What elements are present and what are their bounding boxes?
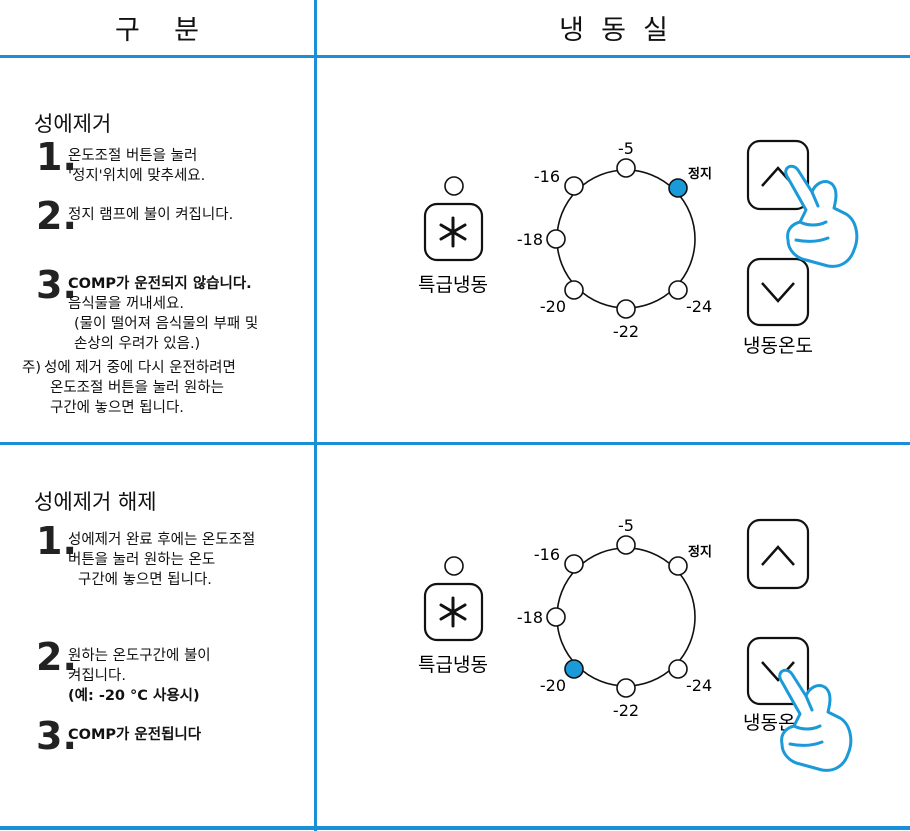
section-divider	[0, 442, 910, 445]
section1-title: 성에제거	[34, 112, 112, 136]
step-line: '정지'위치에 맞추세요.	[68, 168, 206, 184]
label-minus22: -22	[613, 701, 639, 720]
note-line: 성에 제거 중에 다시 운전하려면	[44, 360, 236, 376]
lamp-stop	[668, 556, 688, 576]
label-minus18: -18	[517, 608, 543, 627]
label-minus16: -16	[534, 545, 560, 564]
lamp-stop	[668, 178, 688, 198]
temp-down-button[interactable]	[746, 257, 810, 327]
chevron-up-icon	[761, 545, 795, 566]
lamp-minus22	[616, 678, 636, 698]
step-number: 3.	[36, 714, 77, 758]
step-line: COMP가 운전되지 않습니다.	[68, 276, 252, 292]
label-minus20: -20	[540, 297, 566, 316]
step-line: (물이 떨어져 음식물의 부패 및	[74, 316, 259, 332]
temp-button-label: 냉동온도	[743, 335, 813, 357]
pointing-hand-icon	[778, 668, 853, 772]
note-line: 온도조절 버튼을 눌러 원하는	[50, 380, 224, 396]
header-col2: 냉 동 실	[559, 15, 668, 46]
step-line: 버튼을 눌러 원하는 온도	[68, 552, 216, 568]
step-line: 성에제거 완료 후에는 온도조절	[68, 532, 256, 548]
lamp-minus5	[616, 158, 636, 178]
section1-control-panel: 특급냉동 -5 -16 -18 -20 -22 -24 정지 냉동온도	[418, 139, 859, 357]
label-minus18: -18	[517, 230, 543, 249]
label-minus24: -24	[686, 297, 712, 316]
label-minus24: -24	[686, 676, 712, 695]
lamp-minus24	[668, 659, 688, 679]
note-lead: 주)	[22, 360, 41, 376]
step-line: COMP가 운전됩니다	[68, 727, 202, 743]
chevron-down-icon	[761, 282, 795, 303]
lamp-minus20	[564, 659, 584, 679]
label-minus20: -20	[540, 676, 566, 695]
lamp-minus24	[668, 280, 688, 300]
lamp-minus16	[564, 554, 584, 574]
lamp-minus20	[564, 280, 584, 300]
lamp-minus18	[546, 607, 566, 627]
snowflake-icon	[439, 596, 467, 628]
step-number: 2.	[36, 194, 77, 238]
section1-note: 주) 성에 제거 중에 다시 운전하려면 온도조절 버튼을 눌러 원하는 구간에…	[22, 358, 236, 418]
step-line: 음식물을 꺼내세요.	[68, 296, 184, 312]
lamp-minus16	[564, 176, 584, 196]
special-freeze-label: 특급냉동	[418, 654, 488, 676]
step-line: 정지 램프에 불이 켜집니다.	[68, 207, 234, 223]
temp-up-button[interactable]	[746, 518, 810, 590]
temp-up-button[interactable]	[746, 139, 810, 211]
special-freeze-lamp	[444, 556, 464, 576]
header-col1: 구 분	[114, 15, 199, 46]
label-minus5: -5	[618, 516, 634, 535]
step-number: 3.	[36, 263, 77, 307]
pointing-hand-icon	[784, 164, 859, 268]
step-line: 온도조절 버튼을 눌러	[68, 148, 198, 164]
bottom-border	[0, 826, 910, 830]
header-divider	[0, 55, 910, 58]
chevron-down-icon	[761, 661, 795, 682]
label-stop: 정지	[688, 544, 712, 560]
label-minus22: -22	[613, 322, 639, 341]
note-line: 구간에 놓으면 됩니다.	[50, 400, 184, 416]
section2-title: 성에제거 해제	[34, 490, 157, 514]
snowflake-icon	[439, 216, 467, 248]
lamp-minus5	[616, 535, 636, 555]
step-number: 2.	[36, 635, 77, 679]
lamp-minus18	[546, 229, 566, 249]
special-freeze-lamp	[444, 176, 464, 196]
step-line: 원하는 온도구간에 불이	[68, 648, 211, 664]
step-line: 손상의 우려가 있음.)	[74, 336, 201, 352]
column-divider	[314, 0, 317, 831]
step-number: 1.	[36, 135, 77, 179]
label-minus16: -16	[534, 167, 560, 186]
step-line: 켜집니다.	[68, 668, 126, 684]
label-minus5: -5	[618, 139, 634, 158]
step-line: 구간에 놓으면 됩니다.	[78, 572, 212, 588]
lamp-minus22	[616, 299, 636, 319]
special-freeze-label: 특급냉동	[418, 274, 488, 296]
step-line: (예: -20 °C 사용시)	[68, 688, 200, 704]
section2-control-panel: 특급냉동 -5 -16 -18 -20 -22 -24 정지 냉동온도	[418, 516, 853, 772]
step-number: 1.	[36, 519, 77, 563]
label-stop: 정지	[688, 166, 712, 182]
